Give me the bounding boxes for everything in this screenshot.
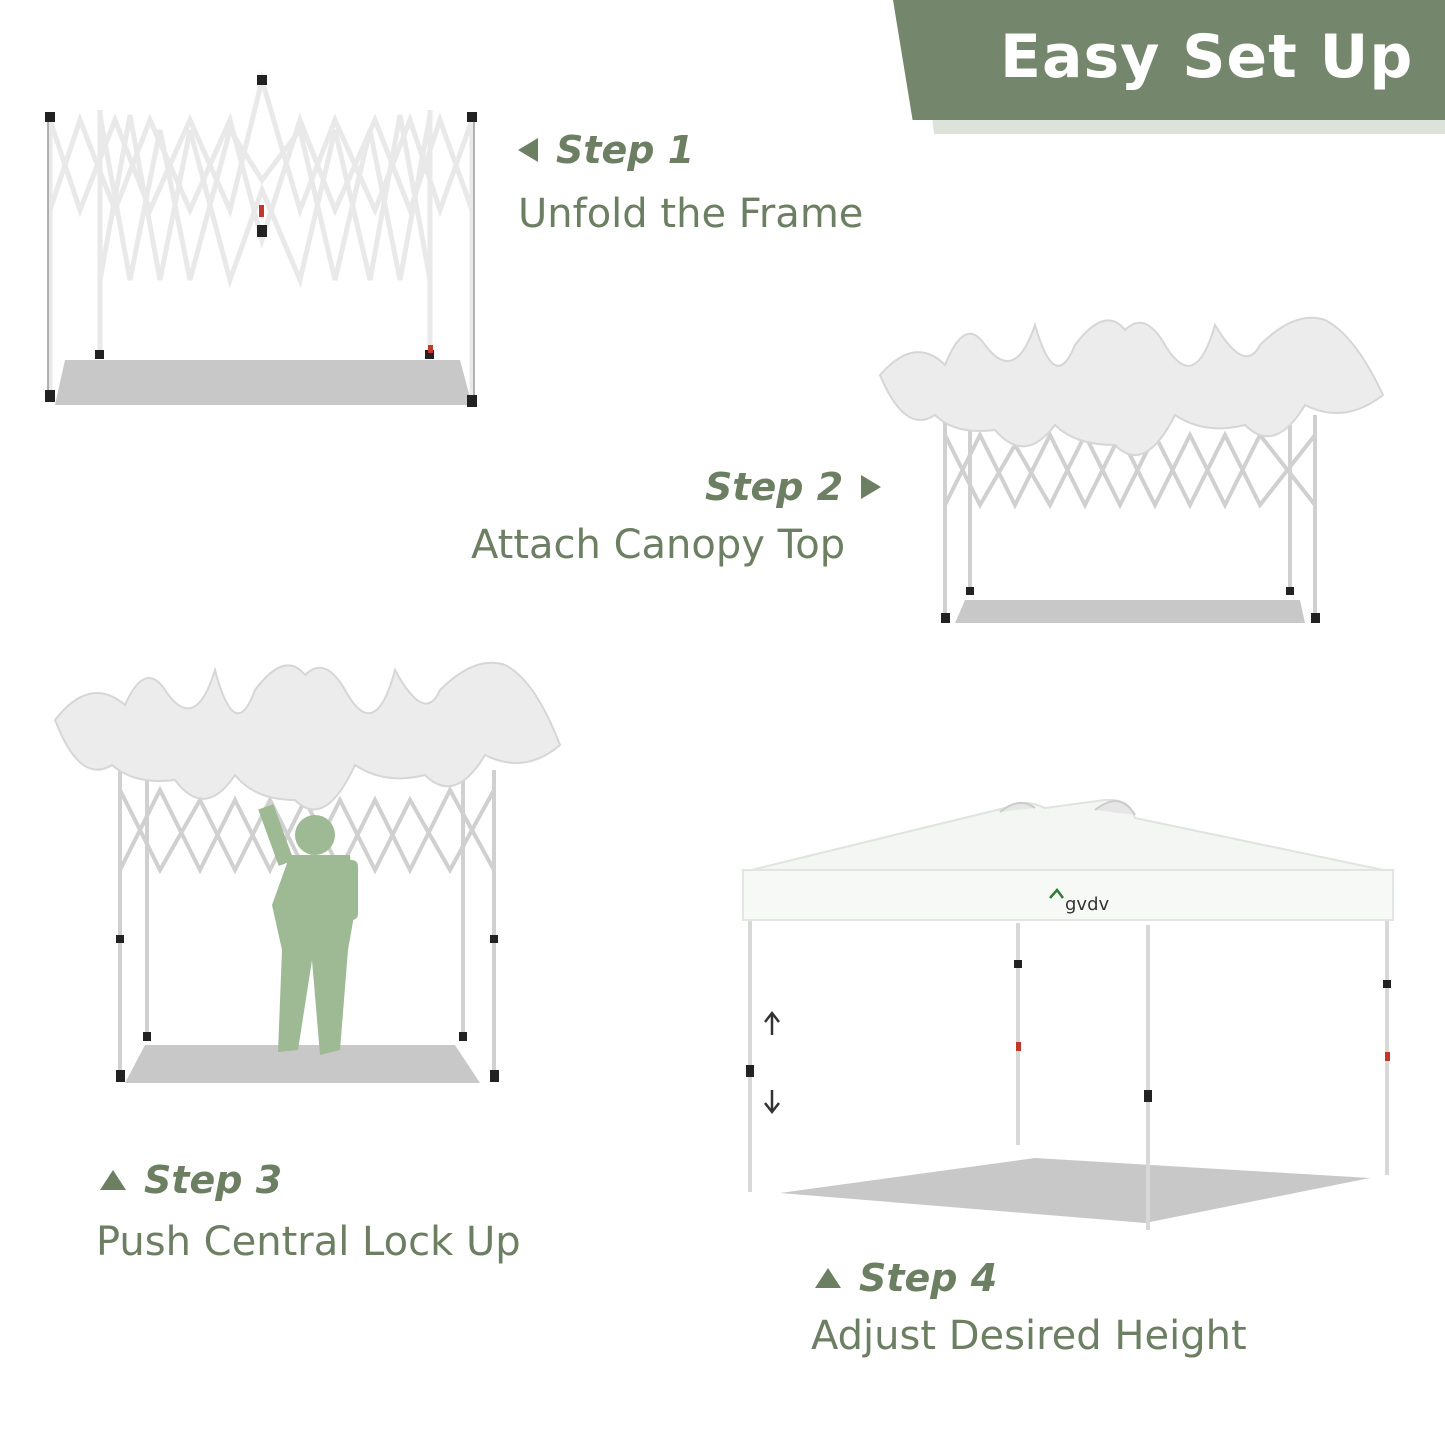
triangle-up-icon bbox=[100, 1170, 126, 1190]
brand-logo-text: gvdv bbox=[1065, 894, 1110, 915]
step-1-label: Step 1 bbox=[556, 128, 695, 172]
person-silhouette bbox=[258, 804, 358, 1055]
height-adjust-arrows-icon bbox=[764, 1010, 780, 1115]
triangle-right-icon bbox=[861, 475, 882, 499]
title-banner bbox=[893, 0, 1445, 120]
triangle-up-icon bbox=[815, 1268, 841, 1288]
step-4-label-row: Step 4 bbox=[815, 1256, 997, 1300]
canopy-fabric bbox=[53, 661, 562, 811]
step-2-label-row: Step 2 bbox=[705, 465, 882, 509]
page-title: Easy Set Up bbox=[1000, 22, 1414, 92]
step-1-description: Unfold the Frame bbox=[518, 191, 864, 237]
brand-logo-icon bbox=[1049, 888, 1064, 899]
ground-shadow bbox=[125, 1045, 480, 1083]
canopy-fabric bbox=[878, 316, 1385, 456]
push-lock-illustration bbox=[53, 661, 562, 1083]
step-1-label-row: Step 1 bbox=[518, 128, 694, 172]
step-2-label: Step 2 bbox=[705, 465, 844, 509]
canopy-vent bbox=[1094, 800, 1136, 816]
canopy-roof bbox=[742, 798, 1394, 873]
frame-illustration bbox=[45, 70, 477, 407]
step-4-description: Adjust Desired Height bbox=[811, 1313, 1247, 1359]
canopy-attached-illustration bbox=[878, 316, 1385, 623]
step-3-description: Push Central Lock Up bbox=[96, 1219, 521, 1265]
step-4-label: Step 4 bbox=[859, 1256, 998, 1300]
step-3-label-row: Step 3 bbox=[100, 1158, 282, 1202]
ground-shadow bbox=[955, 600, 1305, 623]
triangle-left-icon bbox=[518, 138, 538, 162]
step-3-label: Step 3 bbox=[144, 1158, 283, 1202]
finished-canopy-illustration: gvdv bbox=[742, 798, 1394, 1230]
ground-shadow bbox=[55, 360, 472, 405]
step-2-description: Attach Canopy Top bbox=[471, 522, 846, 568]
canopy-valance bbox=[742, 869, 1394, 921]
ground-shadow bbox=[780, 1158, 1370, 1223]
